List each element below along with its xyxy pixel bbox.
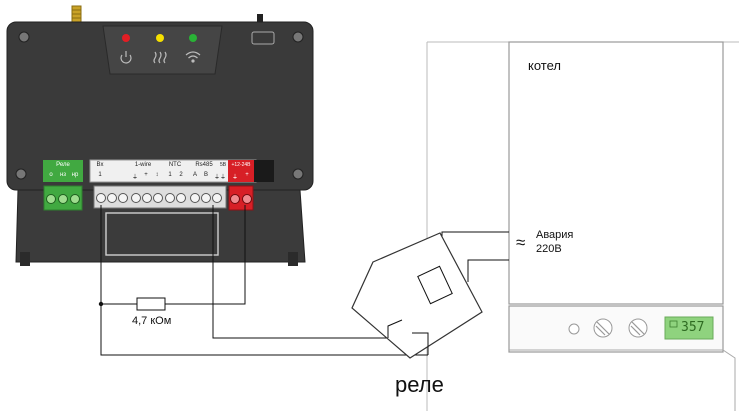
ntc-pin-label: 2 [179, 172, 183, 178]
brand-logo [251, 31, 275, 45]
alarm-label-line-2: 220В [536, 243, 562, 255]
cable-slot [105, 212, 219, 256]
led-panel [102, 25, 223, 75]
rs485-terminal-title: Rs485 [195, 162, 213, 168]
onewire-pin-label: ↕ [155, 172, 159, 178]
wire-junction [98, 301, 104, 307]
power-terminal-title: +12-24В [231, 162, 251, 168]
signal-terminal-screw-icon[interactable] [96, 193, 222, 203]
wifi-icon [185, 51, 201, 63]
rs485-pin-label: B [203, 172, 208, 178]
led-green-icon [189, 34, 197, 42]
power-label-strip [228, 160, 254, 182]
panel-knob-2-icon[interactable] [628, 318, 648, 338]
panel-knob-1-icon[interactable] [593, 318, 613, 338]
relay-terminal-screw-icon[interactable] [46, 194, 80, 204]
relay-pin-label: о [49, 172, 53, 178]
onewire-terminal-title: 1-wire [134, 162, 152, 168]
relay-pin-label: нз [59, 172, 67, 178]
relay-contact [387, 319, 429, 355]
heating-icon [153, 51, 167, 64]
aux-terminal-title: 5В [219, 162, 227, 168]
relay-pin-label: нр [71, 172, 79, 178]
rs485-pin-label: ⏚ [213, 175, 220, 181]
alarm-label-line-1: Авария [536, 229, 574, 241]
wire-alarm-2 [467, 259, 509, 282]
onewire-pin-label: + [144, 172, 148, 178]
relay-body [351, 232, 483, 359]
power-icon [120, 51, 132, 64]
power-pin-label: ⏚ [231, 175, 238, 181]
resistor-label: 4,7 кОм [132, 315, 172, 327]
relay-label-strip [43, 160, 83, 182]
relay-coil [417, 265, 453, 305]
boiler-body [508, 41, 724, 305]
wire-input-to-relay [100, 205, 428, 356]
display-flame-icon [669, 320, 678, 328]
power-terminal-screw-icon[interactable] [230, 194, 252, 204]
onewire-pin-label: ⏚ [131, 175, 138, 181]
alarm-symbol: ≈ [516, 233, 526, 252]
relay-label: реле [395, 372, 444, 397]
rs485-pin-label: A [192, 172, 197, 178]
connector-stub [257, 14, 263, 24]
boiler-label: котел [528, 58, 561, 73]
input-terminal-title: Вх [96, 162, 104, 168]
wire-5v-resistor [165, 205, 246, 305]
black-label-strip [254, 160, 274, 182]
ntc-pin-label: 1 [168, 172, 172, 178]
input-pin-label: 1 [98, 172, 102, 178]
ntc-terminal-title: NTC [168, 162, 182, 168]
panel-indicator-icon [568, 323, 580, 335]
aux-pin-label: ⏚ [219, 175, 226, 181]
led-red-icon [122, 34, 130, 42]
power-pin-label: + [245, 172, 249, 178]
wire-ground-to-relay [212, 205, 388, 339]
led-yellow-icon [156, 34, 164, 42]
boiler-panel-edge [509, 349, 736, 411]
boiler-display-value: 357 [681, 320, 705, 335]
resistor [136, 297, 166, 311]
relay-terminal-title: Реле [56, 162, 70, 168]
